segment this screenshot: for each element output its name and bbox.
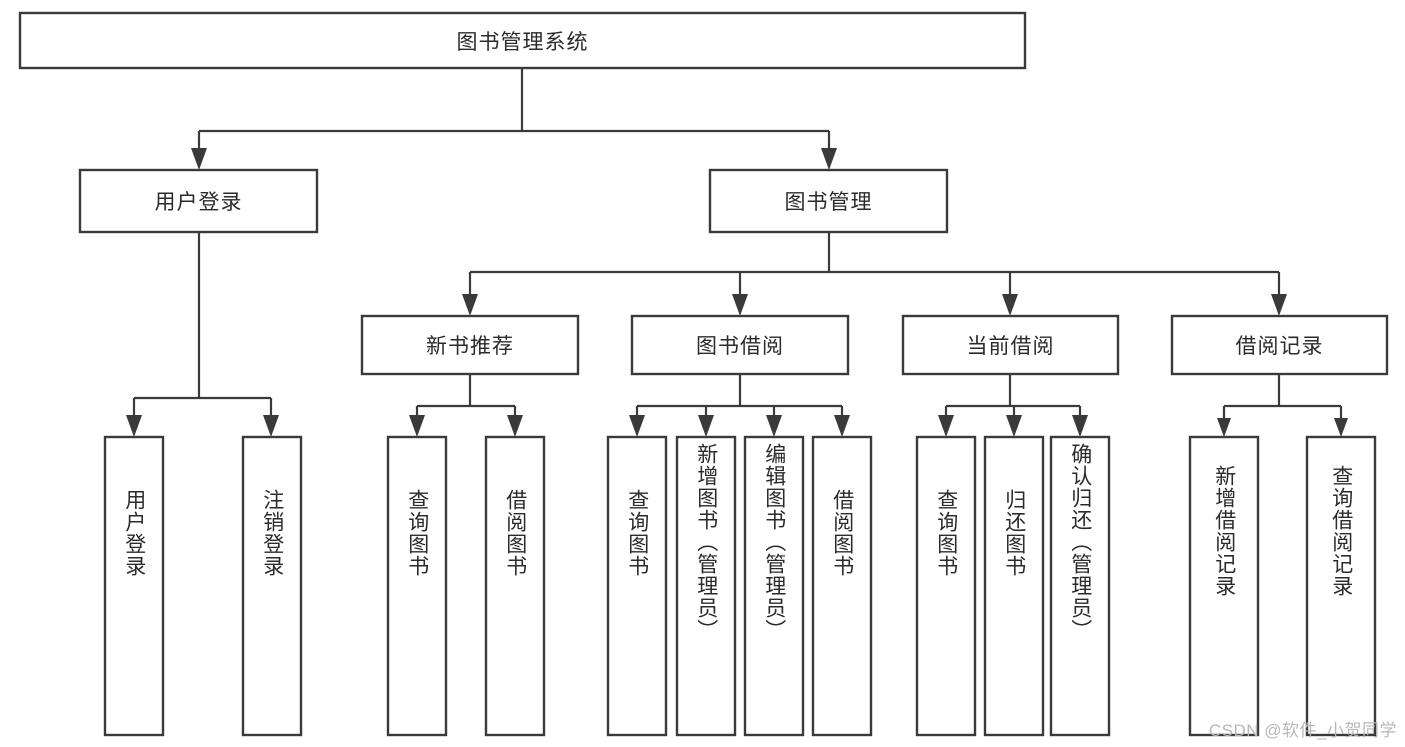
edge-root-bus — [197, 68, 831, 152]
watermark-text: CSDN @软件_小贺同学 — [1208, 721, 1397, 740]
arrow-newbook-to-leaf-1 — [409, 415, 425, 437]
arrow-bookborrow-to-leaf-1 — [629, 415, 645, 437]
node-new-book-recommend-box[interactable] — [360, 314, 580, 376]
arrow-newbook-to-leaf-2 — [507, 415, 523, 437]
node-box-layer — [18, 11, 1389, 737]
arrow-bookborrow-to-leaf-2 — [698, 415, 714, 437]
arrow-borrowrecord-to-leaf-2 — [1334, 418, 1348, 437]
arrow-currentborrow-to-leaf-1 — [938, 415, 954, 437]
edge-borrowrecord-bus — [1222, 374, 1343, 419]
arrow-root-to-book-mgmt — [821, 148, 837, 170]
arrow-bookborrow-to-leaf-4 — [834, 415, 850, 437]
arrow-bookmgmt-to-borrow-record — [1271, 294, 1287, 316]
node-current-borrow-box[interactable] — [901, 314, 1120, 376]
leaf-borrow-record-2-box[interactable] — [1305, 435, 1377, 737]
node-user-login-box[interactable] — [78, 168, 319, 234]
arrow-bookborrow-to-leaf-3 — [766, 415, 782, 437]
arrow-currentborrow-to-leaf-3 — [1072, 415, 1088, 437]
leaf-user-login-2-box[interactable] — [241, 435, 303, 737]
node-root-box[interactable] — [18, 11, 1027, 70]
leaf-current-borrow-3-box[interactable] — [1049, 435, 1111, 737]
leaf-book-borrow-4-box[interactable] — [811, 435, 873, 737]
leaf-book-borrow-3-box[interactable] — [743, 435, 805, 737]
edge-bookmgmt-bus — [468, 232, 1281, 297]
edge-currentborrow-bus — [944, 374, 1082, 419]
arrow-userlogin-to-leaf-1 — [126, 415, 142, 437]
edge-bookborrow-bus — [635, 374, 844, 419]
leaf-current-borrow-2-box[interactable] — [983, 435, 1045, 737]
arrow-bookmgmt-to-book-borrow — [732, 294, 748, 316]
arrow-bookmgmt-to-new-book — [462, 294, 478, 316]
leaf-user-login-1-box[interactable] — [103, 435, 165, 737]
leaf-new-book-2-box[interactable] — [484, 435, 546, 737]
leaf-new-book-1-box[interactable] — [386, 435, 448, 737]
arrow-borrowrecord-to-leaf-1 — [1217, 418, 1231, 437]
node-book-borrow-box[interactable] — [630, 314, 850, 376]
arrow-bookmgmt-to-current-borrow — [1002, 294, 1018, 316]
arrow-root-to-user-login — [191, 148, 207, 170]
leaf-borrow-record-1-box[interactable] — [1188, 435, 1260, 737]
edge-userlogin-bus — [132, 232, 273, 419]
leaf-current-borrow-1-box[interactable] — [915, 435, 977, 737]
leaf-book-borrow-1-box[interactable] — [606, 435, 668, 737]
leaf-book-borrow-2-box[interactable] — [675, 435, 737, 737]
node-book-management-box[interactable] — [708, 168, 949, 234]
arrow-currentborrow-to-leaf-2 — [1006, 415, 1022, 437]
arrow-userlogin-to-leaf-2 — [263, 415, 279, 437]
node-borrow-record-box[interactable] — [1170, 314, 1389, 376]
edge-newbook-bus — [415, 374, 517, 419]
connector-layer — [126, 68, 1348, 437]
